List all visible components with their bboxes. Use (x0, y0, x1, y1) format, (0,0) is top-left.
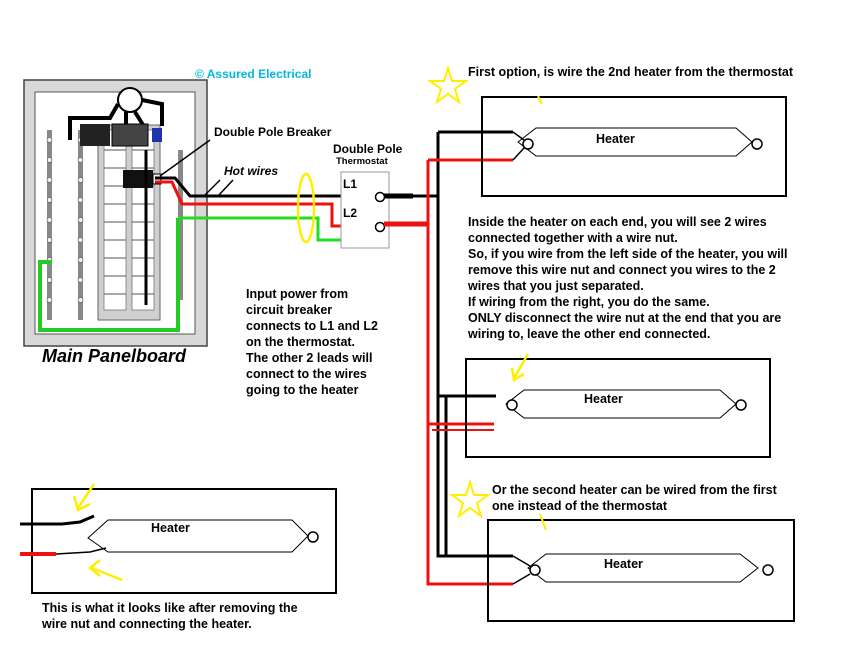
note-line: So, if you wire from the left side of th… (468, 247, 788, 261)
note-line: If wiring from the right, you do the sam… (468, 295, 710, 309)
heater-1-label: Heater (596, 132, 635, 146)
l2-terminal-label: L2 (343, 206, 358, 220)
thermostat-label-line1: Double Pole (333, 142, 403, 156)
arrow-icon (72, 483, 123, 582)
arrow-icon (510, 353, 530, 383)
inside-heater-note: Inside the heater on each end, you will … (468, 214, 788, 342)
heater-1 (481, 95, 787, 197)
thermostat-label-line2: Thermostat (336, 156, 388, 167)
heater-4-label: Heater (151, 521, 190, 535)
note-line: going to the heater (246, 383, 359, 397)
input-power-note: Input power from circuit breaker connect… (246, 286, 378, 398)
note-line: The other 2 leads will (246, 351, 373, 365)
note-line: Inside the heater on each end, you will … (468, 215, 767, 229)
heater-2 (465, 358, 771, 458)
heater-3 (487, 513, 795, 622)
main-panelboard (23, 79, 208, 347)
note-line: on the thermostat. (246, 335, 356, 349)
l1-terminal-label: L1 (343, 177, 358, 191)
second-option-note: Or the second heater can be wired from t… (492, 482, 777, 514)
hot-wires-label: Hot wires (224, 164, 279, 178)
panelboard-title: Main Panelboard (42, 346, 187, 366)
note-line: remove this wire nut and connect you wir… (468, 263, 776, 277)
star-icon (426, 64, 470, 105)
note-line: wire nut and connecting the heater. (42, 617, 252, 631)
first-option-note: First option, is wire the 2nd heater fro… (468, 65, 794, 79)
feed-wires (155, 176, 375, 242)
note-line: connect to the wires (246, 367, 367, 381)
note-line: connected together with a wire nut. (468, 231, 678, 245)
note-line: circuit breaker (246, 303, 333, 317)
after-removing-note: This is what it looks like after removin… (42, 600, 298, 632)
note-line: wiring to, leave the other end connected… (468, 327, 711, 341)
note-line: Input power from (246, 287, 349, 301)
heater-3-label: Heater (604, 557, 643, 571)
star-icon (448, 478, 492, 519)
copyright-text: © Assured Electrical (195, 67, 312, 81)
note-line: Or the second heater can be wired from t… (492, 483, 777, 497)
note-line: wires that you just separated. (468, 279, 644, 293)
heater-4 (20, 488, 337, 594)
note-line: This is what it looks like after removin… (42, 601, 298, 615)
note-line: ONLY disconnect the wire nut at the end … (468, 311, 782, 325)
heater-2-label: Heater (584, 392, 623, 406)
note-line: one instead of the thermostat (492, 499, 668, 513)
note-line: connects to L1 and L2 (246, 319, 378, 333)
double-pole-breaker-label: Double Pole Breaker (214, 125, 332, 139)
